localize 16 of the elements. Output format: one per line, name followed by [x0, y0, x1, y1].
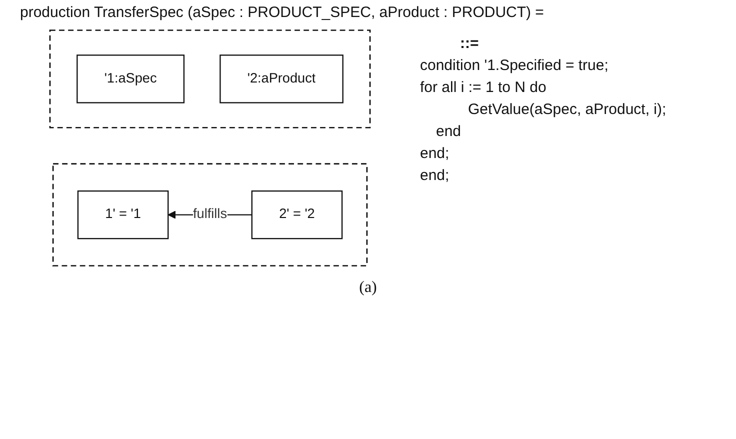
figure-caption: (a) — [358, 279, 378, 297]
production-heading: production TransferSpec (aSpec : PRODUCT_SPEC, aProduct : PRODUCT) = — [20, 4, 545, 21]
end-keyword: end — [435, 122, 462, 142]
cluster — [49, 30, 371, 128]
end-keyword: end; — [420, 144, 450, 164]
loop-line: for all i := 1 to N do — [420, 78, 548, 98]
node-box: '1:aSpec — [76, 54, 185, 104]
end-keyword: end; — [420, 166, 450, 186]
cluster — [52, 163, 368, 266]
node-box: '2:aProduct — [220, 54, 344, 104]
derivation-symbol: ::= — [459, 34, 480, 54]
node-box: 1' = '1 — [77, 190, 169, 240]
node-box: 2' = '2 — [251, 190, 343, 240]
code-line: GetValue(aSpec, aProduct, i); — [467, 100, 666, 120]
edge-label: fulfills — [193, 206, 227, 222]
condition-line: condition '1.Specified = true; — [420, 56, 610, 76]
